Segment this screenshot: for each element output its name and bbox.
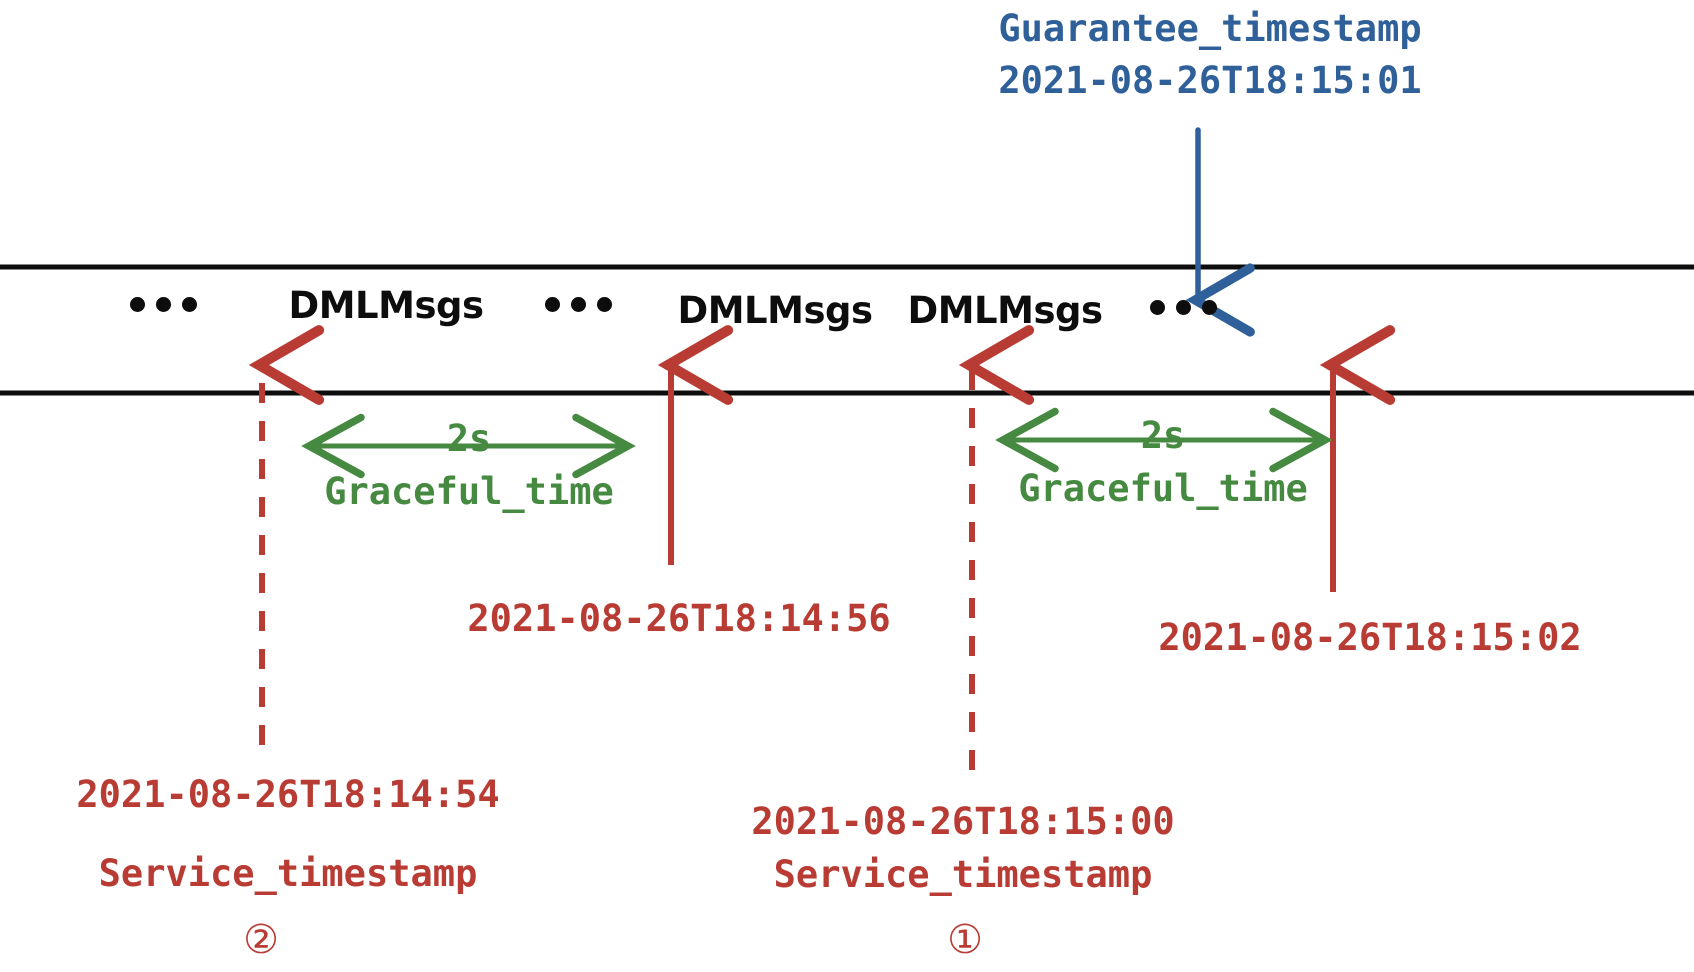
marker-service-2-timestamp: 2021-08-26T18:14:54 — [76, 773, 500, 816]
interval-graceful-left-duration: 2s — [446, 417, 492, 460]
marker-graceful-end-2-timestamp: 2021-08-26T18:15:02 — [1158, 616, 1582, 659]
interval-graceful-right-label: Graceful_time — [1018, 467, 1308, 510]
guarantee-timestamp-label: Guarantee_timestamp — [998, 7, 1422, 50]
marker-service-2-role-label: Service_timestamp — [98, 852, 478, 895]
marker-service-1-timestamp: 2021-08-26T18:15:00 — [751, 800, 1175, 843]
interval-graceful-left-label: Graceful_time — [324, 470, 614, 513]
guarantee-timestamp-value: 2021-08-26T18:15:01 — [998, 59, 1422, 102]
stream-ellipsis-1 — [130, 297, 197, 312]
stream-label-dmlmsgs-3: DMLMsgs — [907, 289, 1103, 332]
stream-ellipsis-2 — [545, 297, 612, 312]
stream-label-dmlmsgs-1: DMLMsgs — [288, 284, 484, 327]
marker-service-2-index: ② — [243, 917, 279, 963]
marker-graceful-end-1-timestamp: 2021-08-26T18:14:56 — [467, 597, 891, 640]
stream-ellipsis-3 — [1150, 300, 1217, 315]
marker-service-1-role-label: Service_timestamp — [773, 853, 1153, 896]
stream-label-dmlmsgs-2: DMLMsgs — [677, 289, 873, 332]
interval-graceful-right-duration: 2s — [1140, 414, 1186, 457]
marker-service-1-index: ① — [947, 917, 983, 963]
